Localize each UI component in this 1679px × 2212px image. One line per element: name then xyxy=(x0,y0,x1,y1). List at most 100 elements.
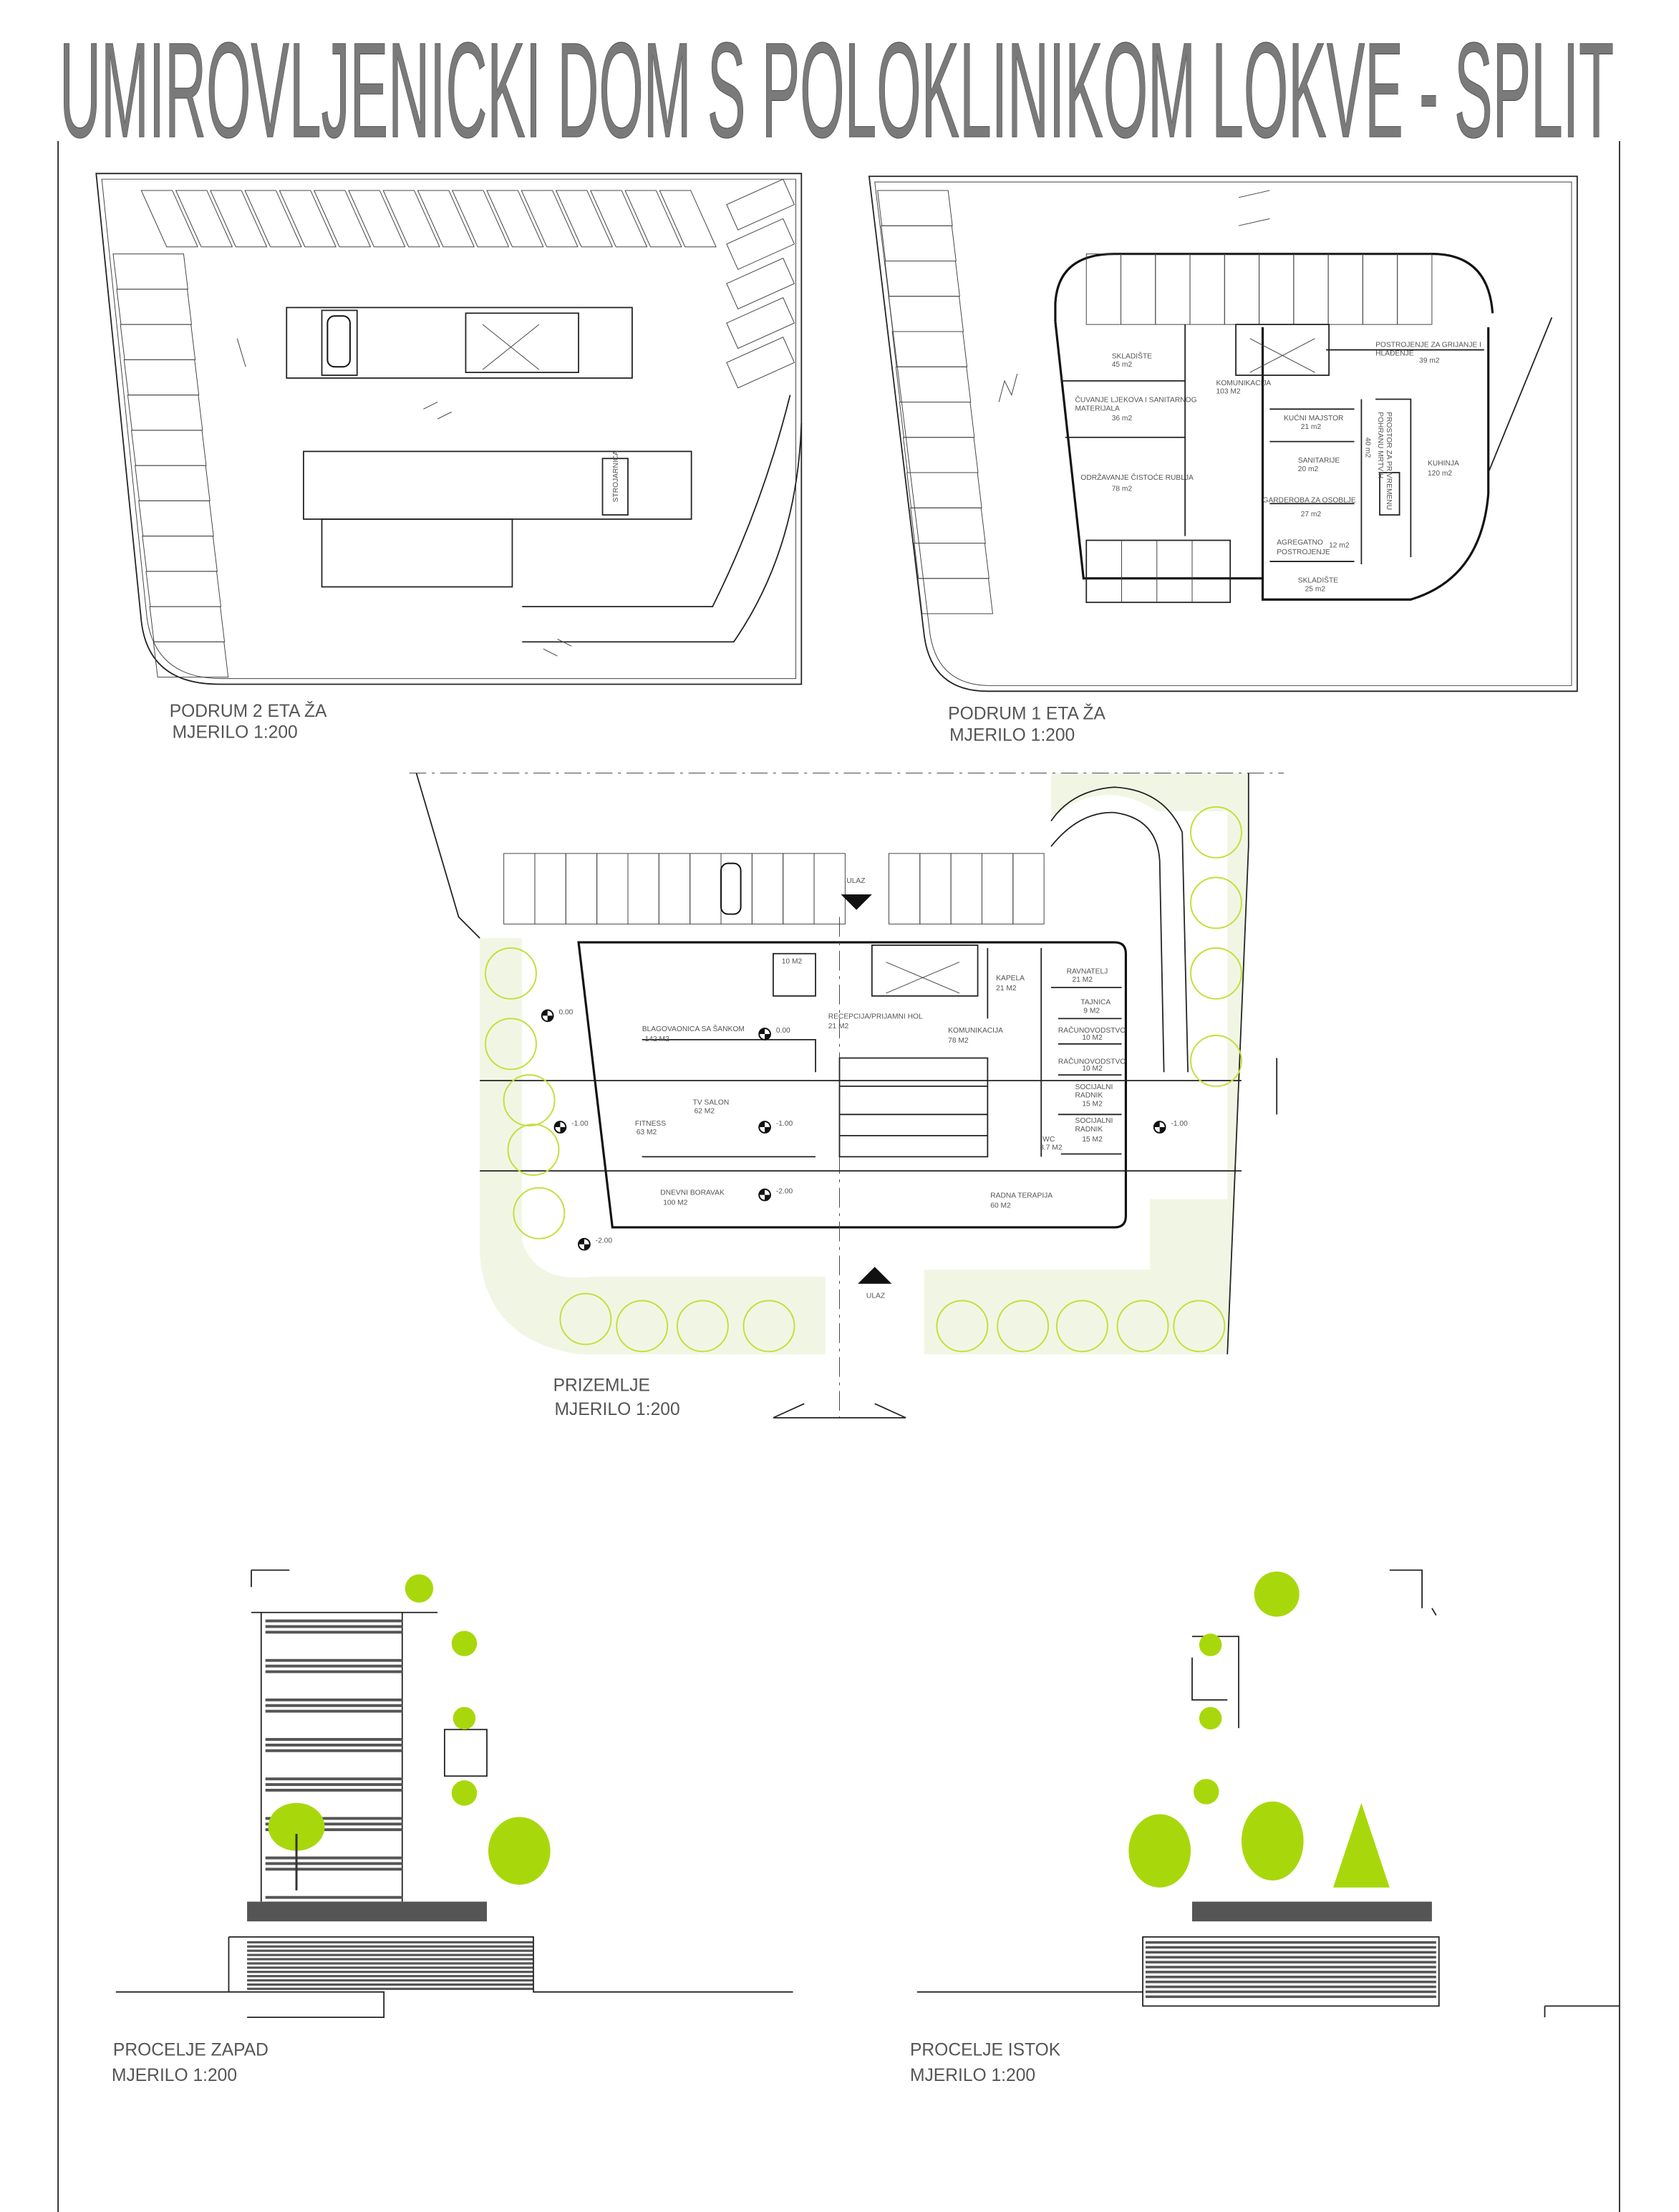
parking-stall xyxy=(145,571,222,607)
plan-scale: MJERILO 1:200 xyxy=(173,723,298,742)
room-area: 21 M2 xyxy=(828,1023,849,1030)
sheet-title: UMIROVLJENICKI DOM S POLOKLINIKOM LOKVE … xyxy=(59,15,1614,166)
parking-stall xyxy=(884,260,960,297)
room-name: KUĆNI MAJSTOR xyxy=(1284,413,1343,422)
tree-icon xyxy=(559,1293,612,1346)
room-name: TAJNICA xyxy=(1080,999,1111,1007)
plan-label: PODRUM 1 ETA ŽA xyxy=(948,705,1105,724)
tree-icon xyxy=(742,1300,795,1353)
top-parking-stalls xyxy=(1085,253,1433,325)
facade-stripe xyxy=(265,1868,402,1871)
room-area: 21 m2 xyxy=(1301,423,1322,431)
tree-icon xyxy=(676,1300,729,1353)
elevation-scale: MJERILO 1:200 xyxy=(112,2066,237,2085)
tree-icon xyxy=(936,1300,989,1353)
parking-stall xyxy=(210,190,268,248)
room-name: ČUVANJE LJEKOVA I SANITARNOG xyxy=(1075,395,1196,404)
facade-stripe xyxy=(265,1664,402,1668)
room-area: 39 m2 xyxy=(1419,357,1440,364)
parking-stall xyxy=(895,366,972,402)
facade-stripe xyxy=(265,1856,402,1860)
room-name: BLAGOVAONICA SA ŠANKOM xyxy=(642,1024,745,1033)
parking-stall xyxy=(1293,253,1329,325)
room-area: 21 M2 xyxy=(996,985,1017,992)
facade-stripe xyxy=(265,1895,402,1899)
facade-stripe xyxy=(265,1670,402,1674)
facade-stripe xyxy=(1145,1990,1436,1994)
entrance-label: ULAZ xyxy=(866,1292,885,1300)
tree-icon xyxy=(1199,1633,1222,1656)
room-area: 103 M2 xyxy=(1216,388,1240,396)
parking-stall xyxy=(888,296,964,332)
parking-stall xyxy=(1085,253,1122,325)
tree-icon xyxy=(1055,1300,1108,1353)
parking-stall xyxy=(689,853,722,924)
parking-stall xyxy=(279,190,337,248)
parking-stall xyxy=(1397,253,1433,325)
facade-stripe xyxy=(1145,1951,1436,1954)
parking-stall xyxy=(140,190,198,248)
left-parking-stalls xyxy=(112,253,229,678)
facade-stripe xyxy=(265,1619,402,1623)
svg-text:-1.00: -1.00 xyxy=(571,1120,589,1128)
facade-stripe xyxy=(1145,1976,1436,1979)
tree-icon xyxy=(1254,1571,1300,1617)
parking-stall xyxy=(382,190,440,248)
room-name: RADNA TERAPIJA xyxy=(990,1192,1053,1200)
tree-icon xyxy=(1116,1300,1169,1353)
car-icon xyxy=(720,862,742,915)
room-area: 10 M2 xyxy=(1082,1065,1103,1073)
facade-stripe xyxy=(247,1962,534,1965)
facade-stripe xyxy=(1145,1941,1436,1944)
room-name: KOMUNIKACIJA xyxy=(948,1027,1003,1035)
parking-stall xyxy=(534,853,566,924)
plan-label: PODRUM 2 ETA ŽA xyxy=(170,702,327,721)
svg-text:-2.00: -2.00 xyxy=(776,1188,793,1196)
parking-stall xyxy=(726,297,795,349)
room-name: RAČUNOVODSTVO xyxy=(1058,1025,1126,1035)
plan-scale: MJERILO 1:200 xyxy=(949,725,1075,745)
room-area: 10 M2 xyxy=(1082,1034,1103,1042)
entrance-arrow-top xyxy=(841,894,872,910)
facade-stripe xyxy=(265,1788,402,1792)
plan-scale: MJERILO 1:200 xyxy=(555,1400,680,1419)
room-name: TV SALON xyxy=(693,1099,730,1107)
room-name: FITNESS xyxy=(635,1120,666,1128)
parking-stall xyxy=(116,289,193,325)
parking-stall xyxy=(590,190,648,248)
level-marker: 0.00 xyxy=(541,1008,574,1023)
parking-stall xyxy=(120,324,196,360)
tree-icon xyxy=(405,1574,434,1603)
room-label-strojarnica: STROJARNICA xyxy=(612,450,620,502)
room-area: 15 M2 xyxy=(1082,1101,1103,1109)
left-parking-stalls xyxy=(877,190,993,614)
parking-stall xyxy=(112,253,188,290)
room-area: 9 M2 xyxy=(1083,1007,1100,1015)
plan-prizemlje: ULAZ ULAZ 10 M2 BLAGOVAONICA SA ŠANKOM 1… xyxy=(409,773,1284,1419)
parking-stall xyxy=(813,853,846,924)
facade-stripe xyxy=(1145,1946,1436,1949)
facade-stripe xyxy=(1145,1980,1436,1984)
parking-stall xyxy=(919,853,952,924)
level-marker: -2.00 xyxy=(578,1237,613,1251)
facade-stripe xyxy=(247,1949,534,1952)
tree-icon xyxy=(1241,1801,1304,1881)
tree-icon xyxy=(1173,1300,1226,1353)
parking-stall xyxy=(902,437,979,473)
tree-icon xyxy=(997,1300,1050,1353)
svg-text:-1.00: -1.00 xyxy=(776,1120,793,1128)
parking-stall xyxy=(624,190,682,248)
facade-stripe xyxy=(1145,1995,1436,1999)
tree-icon xyxy=(451,1631,478,1656)
room-area: 10 M2 xyxy=(782,958,803,966)
parking-stall xyxy=(1189,253,1225,325)
entrance-label: ULAZ xyxy=(846,877,865,885)
elevation-west: PROCELJE ZAPAD MJERILO 1:200 xyxy=(112,1569,793,2085)
room-area: 36 m2 xyxy=(1112,415,1133,422)
facade-stripe xyxy=(247,1987,534,1990)
facade-stripe xyxy=(1145,1961,1436,1964)
tree-icon xyxy=(485,1018,537,1071)
parking-stall xyxy=(1155,253,1191,325)
room-name: WC xyxy=(1042,1136,1055,1144)
svg-text:-2.00: -2.00 xyxy=(596,1237,613,1245)
